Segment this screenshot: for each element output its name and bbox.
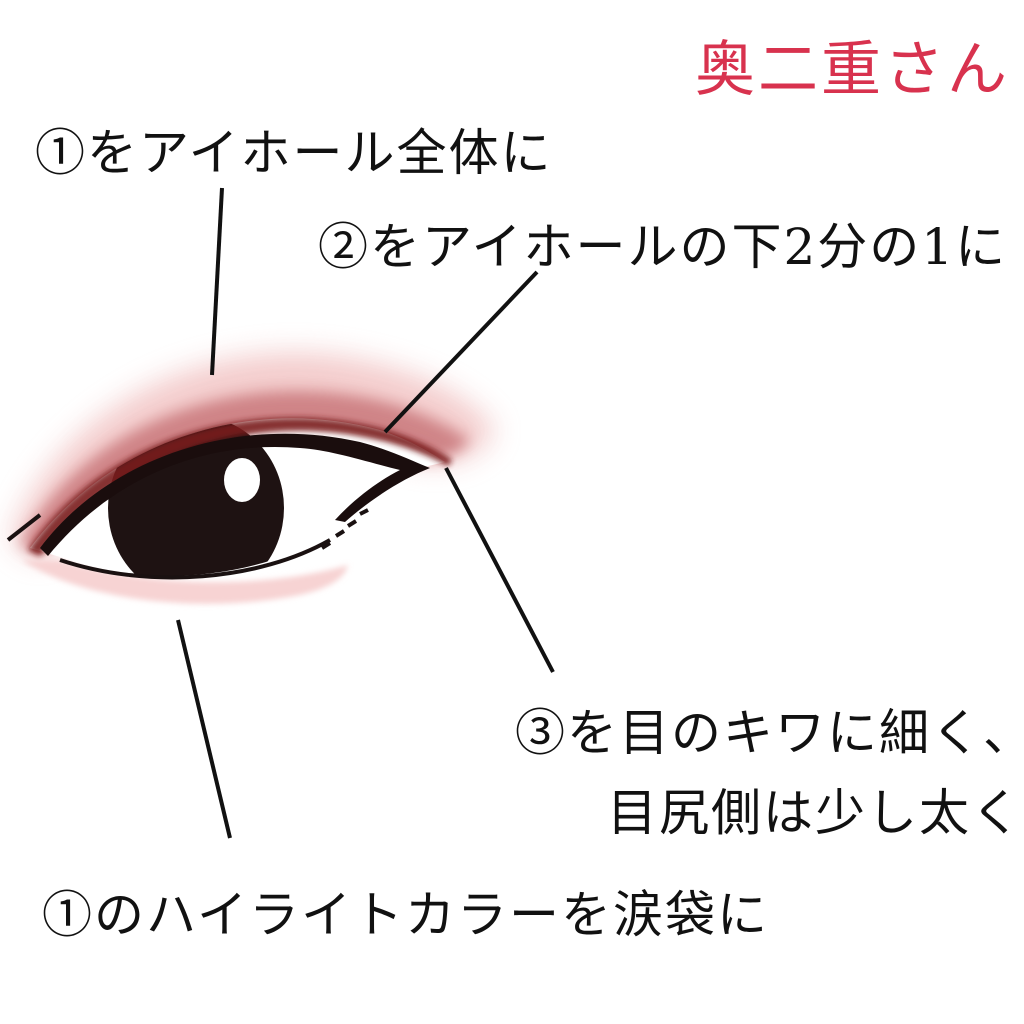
label-step3-lash-line-1: ③を目のキワに細く、 — [515, 704, 1024, 762]
leader-line-step1 — [210, 187, 224, 376]
lower-lash-line — [6, 508, 369, 580]
leader-line-highlight — [176, 619, 232, 839]
leader-lines — [176, 187, 555, 839]
page-title: 奥二重さん — [695, 35, 1010, 105]
eyeliner-lash-line — [28, 417, 452, 556]
iris-highlight — [224, 458, 260, 502]
leader-line-step2 — [383, 270, 539, 434]
label-step2-lower-half: ②をアイホールの下2分の1に — [318, 218, 1008, 276]
label-step1-highlight-tear-bag: ①のハイライトカラーを涙袋に — [42, 886, 769, 944]
label-step1-eyehole: ①をアイホール全体に — [35, 124, 553, 182]
leader-line-step3 — [444, 467, 555, 673]
label-step3-lash-line-2: 目尻側は少し太く — [607, 784, 1023, 842]
